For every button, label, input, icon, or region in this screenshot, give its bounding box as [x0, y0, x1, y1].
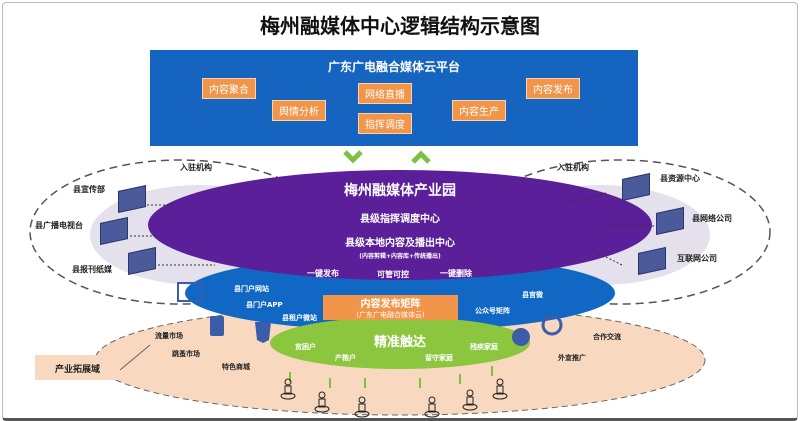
org-label: 县网络公司 [692, 214, 732, 223]
cloud-platform: 广东广电融合媒体云平台 内容聚合 舆情分析 网络直播 指挥调度 内容生产 内容发… [150, 50, 638, 146]
left-org-title: 入驻机构 [180, 163, 212, 172]
reach-item: 贫困户 [295, 343, 316, 351]
cloud-item: 内容发布 [526, 78, 580, 99]
channel-label: 县门户APP [246, 301, 283, 309]
cloud-item: 舆情分析 [272, 100, 326, 121]
matrix-title: 内容发布矩阵 [360, 299, 421, 310]
matrix-box: 内容发布矩阵 (广东广电融合媒体云) [323, 295, 458, 320]
channel-label: 公众号矩阵 [475, 307, 510, 315]
industry-label: 产业拓展域 [55, 365, 101, 375]
cloud-item: 指挥调度 [358, 113, 412, 134]
reach-title: 精准触达 [373, 335, 426, 350]
down-chevron-icon [343, 150, 363, 164]
cloud-item: 网络直播 [358, 83, 412, 104]
industry-item: 外宣推广 [558, 354, 586, 362]
channel-label: 县租户微站 [282, 314, 317, 322]
industry-label-box [35, 355, 120, 380]
action-control: 可管可控 [377, 270, 409, 279]
weibo-icon [541, 314, 563, 336]
channel-label: 县门户网站 [234, 285, 269, 293]
org-label: 县资源中心 [660, 174, 700, 183]
reach-item: 残疾家庭 [470, 343, 498, 351]
industry-item: 跳蚤市场 [172, 350, 200, 358]
matrix-subtitle: (广东广电融合媒体云) [356, 311, 425, 319]
wechat-icon [512, 328, 530, 346]
right-org-title: 入驻机构 [557, 163, 589, 172]
cloud-item: 内容聚合 [202, 78, 256, 99]
cloud-item: 内容生产 [452, 100, 506, 121]
action-delete: 一键删除 [440, 269, 472, 278]
park-line1: 县级指挥调度中心 [360, 214, 440, 225]
channel-label: 县官微 [522, 291, 543, 299]
industry-item: 合作交流 [593, 333, 621, 341]
right-org-boundary [469, 159, 771, 305]
org-label: 互联网公司 [677, 254, 717, 263]
reach-item: 产粮户 [335, 354, 356, 362]
org-label: 县报刊纸媒 [72, 265, 112, 274]
park-ellipse [148, 170, 652, 280]
page-title: 梅州融媒体中心逻辑结构示意图 [260, 14, 540, 38]
park-line2: 县级本地内容及播出中心 [345, 238, 455, 249]
up-chevron-icon [411, 150, 431, 164]
reach-item: 留守家庭 [425, 354, 453, 362]
action-publish: 一键发布 [307, 269, 339, 278]
person-icons [280, 378, 508, 418]
industry-pointer [119, 344, 151, 371]
park-line3: (内容剪辑+内容库+传统播出) [359, 253, 441, 260]
reach-ellipse [270, 317, 530, 369]
cloud-title: 广东广电融合媒体云平台 [327, 60, 460, 74]
app-icon [210, 316, 224, 336]
desktop-icon [177, 282, 203, 302]
reach-arrows [289, 366, 493, 388]
html5-icon [255, 322, 271, 343]
connectors [130, 192, 654, 266]
org-label: 县宣传部 [73, 185, 105, 194]
park-title: 梅州融媒体产业园 [344, 183, 456, 199]
industry-item: 流量市场 [155, 332, 183, 340]
industry-item: 特色商城 [222, 363, 250, 371]
org-label: 县广播电视台 [35, 221, 83, 230]
